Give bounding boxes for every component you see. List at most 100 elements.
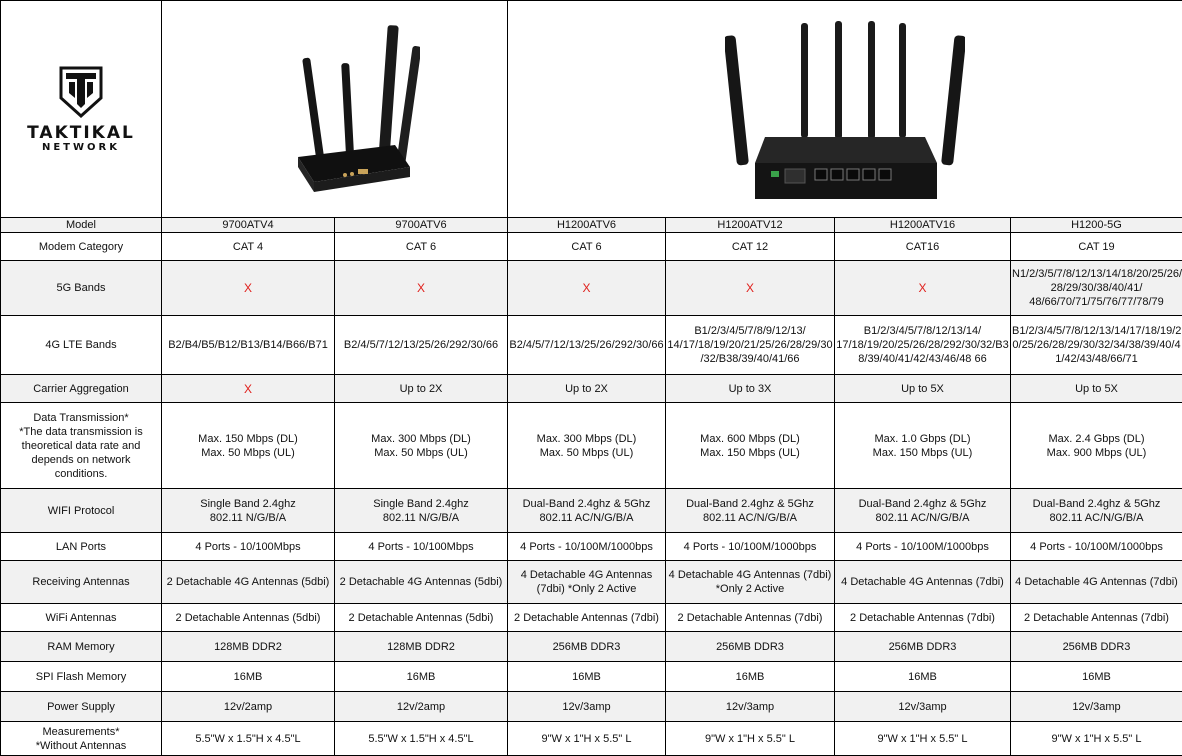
spec-cell: 16MB [508, 662, 666, 692]
spec-cell: CAT 6 [508, 233, 666, 261]
row-label: RAM Memory [1, 632, 162, 662]
row-label: SPI Flash Memory [1, 662, 162, 692]
spec-cell: 12v/2amp [162, 692, 335, 722]
not-supported-x: X [162, 375, 335, 403]
spec-cell: B2/B4/B5/B12/B13/B14/B66/B71 [162, 316, 335, 375]
row-label: WIFI Protocol [1, 489, 162, 533]
spec-cell: 256MB DDR3 [1011, 632, 1182, 662]
spec-cell: CAT 19 [1011, 233, 1182, 261]
table-row: Data Transmission* *The data transmissio… [1, 403, 1182, 489]
spec-cell: B2/4/5/7/12/13/25/26/292/30/66 [335, 316, 508, 375]
spec-cell: B1/2/3/4/5/7/8/12/13/14/ 17/18/19/20/25/… [835, 316, 1011, 375]
spec-cell: N1/2/3/5/7/8/12/13/14/18/20/25/26/ 28/29… [1011, 261, 1182, 316]
spec-cell: Up to 5X [835, 375, 1011, 403]
spec-cell: 256MB DDR3 [666, 632, 835, 662]
spec-cell: 12v/2amp [335, 692, 508, 722]
spec-cell: Dual-Band 2.4ghz & 5Ghz 802.11 AC/N/G/B/… [508, 489, 666, 533]
row-label: Measurements* *Without Antennas [1, 722, 162, 756]
spec-cell: Max. 2.4 Gbps (DL) Max. 900 Mbps (UL) [1011, 403, 1182, 489]
row-label: 4G LTE Bands [1, 316, 162, 375]
spec-cell: 128MB DDR2 [162, 632, 335, 662]
spec-cell: 2 Detachable Antennas (7dbi) [508, 604, 666, 632]
spec-cell: H1200ATV6 [508, 218, 666, 233]
spec-cell: Max. 150 Mbps (DL) Max. 50 Mbps (UL) [162, 403, 335, 489]
tt-shield-emblem-icon [57, 64, 105, 120]
spec-cell: 16MB [666, 662, 835, 692]
spec-cell: 4 Detachable 4G Antennas (7dbi) *Only 2 … [508, 561, 666, 604]
router-4-antenna-icon [250, 17, 420, 202]
spec-cell: H1200ATV12 [666, 218, 835, 233]
spec-cell: 12v/3amp [508, 692, 666, 722]
spec-cell: Up to 2X [335, 375, 508, 403]
spec-cell: 2 Detachable 4G Antennas (5dbi) [162, 561, 335, 604]
not-supported-x: X [335, 261, 508, 316]
spec-cell: 16MB [162, 662, 335, 692]
spec-cell: 4 Ports - 10/100M/1000bps [666, 533, 835, 561]
not-supported-x: X [162, 261, 335, 316]
spec-cell: Single Band 2.4ghz 802.11 N/G/B/A [335, 489, 508, 533]
spec-cell: B1/2/3/4/5/7/8/12/13/14/17/18/19/2 0/25/… [1011, 316, 1182, 375]
spec-cell: Max. 1.0 Gbps (DL) Max. 150 Mbps (UL) [835, 403, 1011, 489]
spec-cell: 2 Detachable Antennas (5dbi) [335, 604, 508, 632]
spec-cell: H1200ATV16 [835, 218, 1011, 233]
spec-cell: 4 Ports - 10/100Mbps [162, 533, 335, 561]
row-label: WiFi Antennas [1, 604, 162, 632]
spec-cell: 4 Ports - 10/100M/1000bps [1011, 533, 1182, 561]
spec-cell: 4 Detachable 4G Antennas (7dbi) [1011, 561, 1182, 604]
spec-cell: 9"W x 1"H x 5.5" L [835, 722, 1011, 756]
spec-cell: Dual-Band 2.4ghz & 5Ghz 802.11 AC/N/G/B/… [835, 489, 1011, 533]
header-row: TAKTIKAL NETWORK [1, 1, 1182, 218]
spec-cell: Max. 300 Mbps (DL) Max. 50 Mbps (UL) [335, 403, 508, 489]
not-supported-x: X [508, 261, 666, 316]
spec-cell: Max. 300 Mbps (DL) Max. 50 Mbps (UL) [508, 403, 666, 489]
spec-cell: 4 Detachable 4G Antennas (7dbi) [835, 561, 1011, 604]
table-row: Measurements* *Without Antennas 5.5"W x 1… [1, 722, 1182, 756]
spec-cell: H1200-5G [1011, 218, 1182, 233]
spec-cell: 16MB [835, 662, 1011, 692]
spec-cell: Up to 5X [1011, 375, 1182, 403]
spec-cell: 4 Ports - 10/100M/1000bps [835, 533, 1011, 561]
spec-cell: 2 Detachable Antennas (7dbi) [835, 604, 1011, 632]
spec-cell: B2/4/5/7/12/13/25/26/292/30/66 [508, 316, 666, 375]
spec-cell: 16MB [1011, 662, 1182, 692]
spec-cell: 2 Detachable Antennas (5dbi) [162, 604, 335, 632]
spec-cell: 2 Detachable Antennas (7dbi) [666, 604, 835, 632]
spec-cell: Max. 600 Mbps (DL) Max. 150 Mbps (UL) [666, 403, 835, 489]
spec-cell: 4 Ports - 10/100Mbps [335, 533, 508, 561]
row-label: Receiving Antennas [1, 561, 162, 604]
spec-cell: 4 Detachable 4G Antennas (7dbi) *Only 2 … [666, 561, 835, 604]
spec-cell: CAT 12 [666, 233, 835, 261]
spec-cell: 256MB DDR3 [835, 632, 1011, 662]
row-label: Power Supply [1, 692, 162, 722]
spec-cell: 2 Detachable Antennas (7dbi) [1011, 604, 1182, 632]
router-6-antenna-icon [725, 15, 965, 203]
spec-cell: B1/2/3/4/5/7/8/9/12/13/ 14/17/18/19/20/2… [666, 316, 835, 375]
spec-cell: 12v/3amp [1011, 692, 1182, 722]
spec-cell: 16MB [335, 662, 508, 692]
spec-cell: 256MB DDR3 [508, 632, 666, 662]
spec-cell: 9"W x 1"H x 5.5" L [1011, 722, 1182, 756]
row-label: Data Transmission* *The data transmissio… [1, 403, 162, 489]
spec-cell: 4 Ports - 10/100M/1000bps [508, 533, 666, 561]
spec-cell: 5.5"W x 1.5"H x 4.5"L [335, 722, 508, 756]
spec-cell: 12v/3amp [666, 692, 835, 722]
spec-cell: Single Band 2.4ghz 802.11 N/G/B/A [162, 489, 335, 533]
spec-cell: 9700ATV6 [335, 218, 508, 233]
spec-cell: CAT16 [835, 233, 1011, 261]
row-label: Modem Category [1, 233, 162, 261]
spec-cell: 128MB DDR2 [335, 632, 508, 662]
small-router-image-cell [162, 1, 508, 218]
spec-cell: 9"W x 1"H x 5.5" L [666, 722, 835, 756]
brand-name: TAKTIKAL [27, 126, 135, 140]
